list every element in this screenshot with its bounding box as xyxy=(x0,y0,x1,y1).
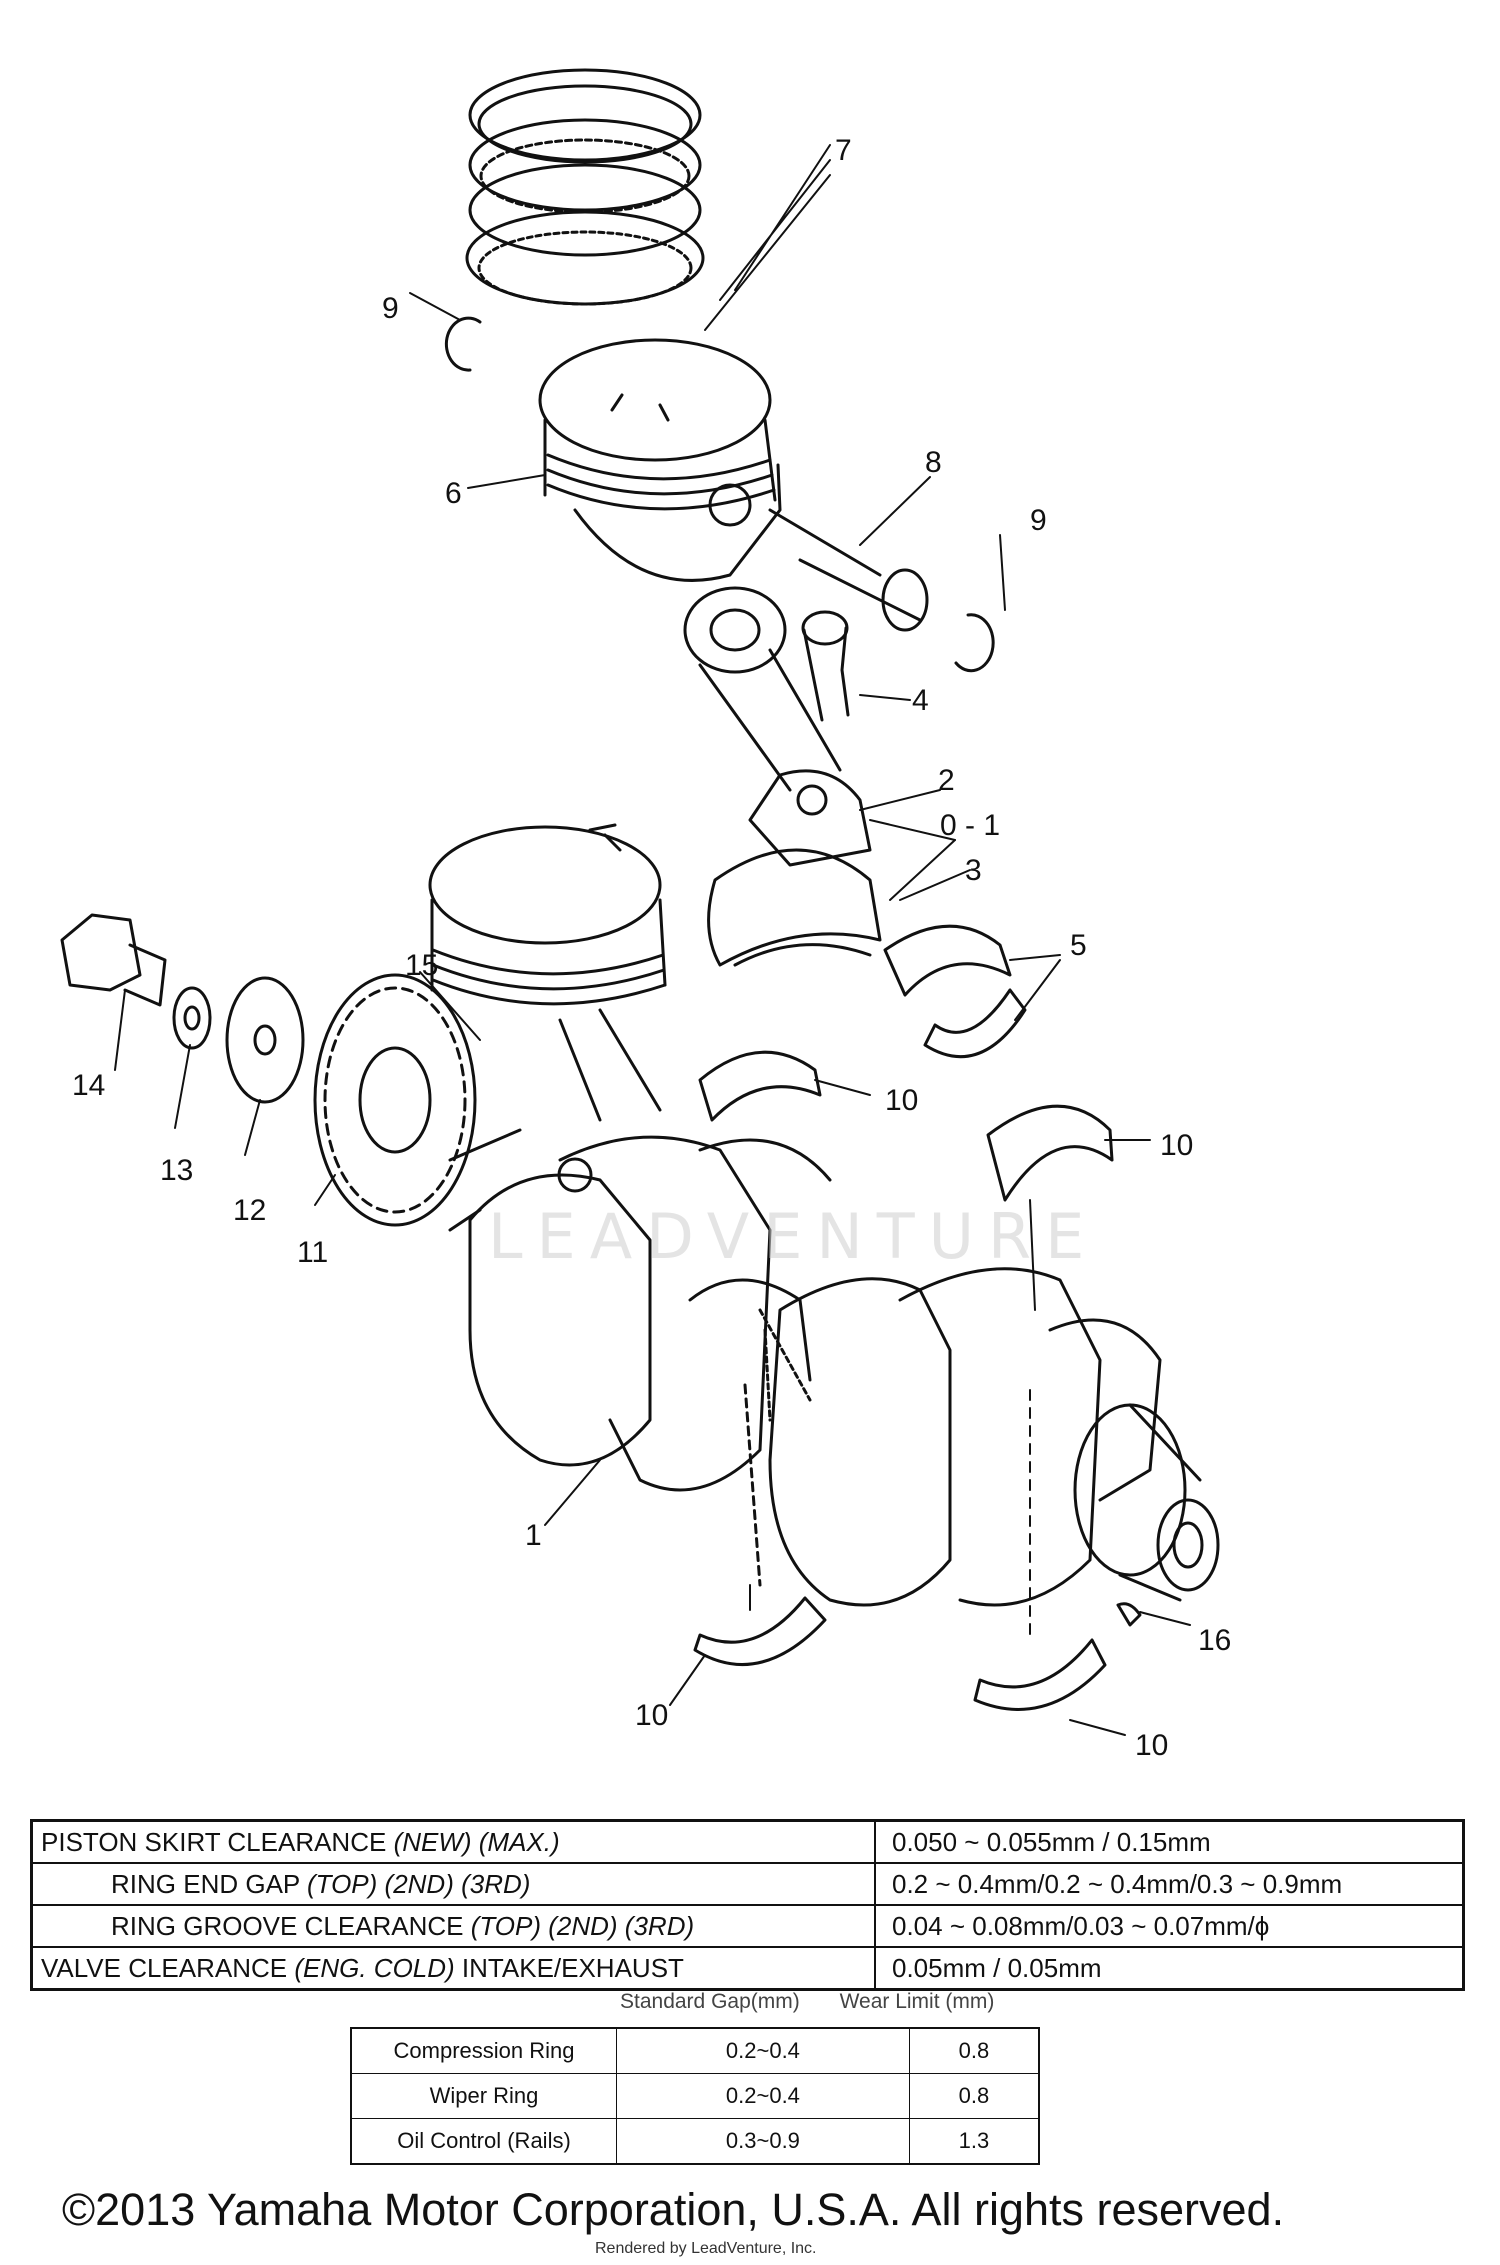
callout-9-left: 9 xyxy=(382,292,399,325)
circlip-right xyxy=(954,613,995,673)
ring-gap: 0.3~0.9 xyxy=(616,2118,910,2165)
spec-label: PISTON SKIRT CLEARANCE (NEW) (MAX.) xyxy=(30,1819,876,1864)
ring-table-headers: Standard Gap(mm) Wear Limit (mm) xyxy=(620,1990,994,2014)
conrod-bolt xyxy=(801,610,850,722)
callout-8: 8 xyxy=(925,446,942,479)
spec-value: 0.04 ~ 0.08mm/0.03 ~ 0.07mm/ϕ xyxy=(874,1904,1465,1948)
callout-11: 11 xyxy=(297,1236,328,1269)
spec-label: RING END GAP (TOP) (2ND) (3RD) xyxy=(30,1862,876,1906)
washer-small xyxy=(172,986,212,1050)
table-row: Compression Ring 0.2~0.4 0.8 xyxy=(350,2027,1040,2074)
callout-14: 14 xyxy=(72,1069,105,1102)
rendered-by-credit: Rendered by LeadVenture, Inc. xyxy=(595,2240,817,2257)
ring-gap: 0.2~0.4 xyxy=(616,2073,910,2119)
circlip-left xyxy=(444,316,482,372)
callout-labels: 7 9 6 8 9 4 2 0 - 1 3 5 15 14 13 12 11 1… xyxy=(72,134,1231,1762)
spec-value: 0.2 ~ 0.4mm/0.2 ~ 0.4mm/0.3 ~ 0.9mm xyxy=(874,1862,1465,1906)
callout-15: 15 xyxy=(405,949,438,982)
lower-piston xyxy=(428,823,667,1193)
exploded-parts-diagram: LEADVENTURE 7 9 6 8 9 4 2 0 - 1 3 5 15 1… xyxy=(60,68,1231,1762)
callout-12: 12 xyxy=(233,1194,266,1227)
conrod-cap xyxy=(707,848,882,967)
callout-10-b: 10 xyxy=(1160,1129,1193,1162)
clearance-spec-table: PISTON SKIRT CLEARANCE (NEW) (MAX.) 0.05… xyxy=(30,1819,1465,1991)
table-row: RING END GAP (TOP) (2ND) (3RD) 0.2 ~ 0.4… xyxy=(30,1862,1465,1906)
ring-limit: 0.8 xyxy=(908,2073,1040,2119)
table-row: Wiper Ring 0.2~0.4 0.8 xyxy=(350,2073,1040,2119)
main-bearing-lower-1 xyxy=(693,1596,827,1666)
connecting-rod-upper xyxy=(683,586,872,867)
table-row: VALVE CLEARANCE (ENG. COLD) INTAKE/EXHAU… xyxy=(30,1946,1465,1991)
header-standard-gap: Standard Gap(mm) xyxy=(620,1990,800,2013)
piston-pin xyxy=(768,508,929,632)
header-wear-limit: Wear Limit (mm) xyxy=(839,1990,995,2013)
table-row: RING GROOVE CLEARANCE (TOP) (2ND) (3RD) … xyxy=(30,1904,1465,1948)
crankshaft xyxy=(448,1128,1220,1607)
woodruff-key xyxy=(1116,1602,1142,1627)
ring-name: Wiper Ring xyxy=(350,2073,617,2119)
callout-3: 3 xyxy=(965,854,982,887)
spec-value: 0.050 ~ 0.055mm / 0.15mm xyxy=(874,1819,1465,1864)
spec-value: 0.05mm / 0.05mm xyxy=(874,1946,1465,1991)
callout-0-1: 0 - 1 xyxy=(940,809,1000,842)
conrod-bearing-pair xyxy=(883,924,1027,1059)
spec-label: VALVE CLEARANCE (ENG. COLD) INTAKE/EXHAU… xyxy=(30,1946,876,1991)
primary-drive-gear xyxy=(313,973,477,1227)
main-bearing-upper-1 xyxy=(698,1050,822,1122)
washer-large xyxy=(225,976,305,1104)
callout-5: 5 xyxy=(1070,929,1087,962)
spec-label: RING GROOVE CLEARANCE (TOP) (2ND) (3RD) xyxy=(30,1904,876,1948)
ring-gap-table: Compression Ring 0.2~0.4 0.8 Wiper Ring … xyxy=(350,2027,1040,2165)
callout-10-a: 10 xyxy=(885,1084,918,1117)
crank-bolt xyxy=(60,913,167,1007)
table-row: PISTON SKIRT CLEARANCE (NEW) (MAX.) 0.05… xyxy=(30,1819,1465,1864)
ring-limit: 1.3 xyxy=(908,2118,1040,2165)
callout-6: 6 xyxy=(445,477,462,510)
ring-gap: 0.2~0.4 xyxy=(616,2027,910,2074)
table-row: Oil Control (Rails) 0.3~0.9 1.3 xyxy=(350,2118,1040,2165)
callout-16: 16 xyxy=(1198,1624,1231,1657)
main-bearing-lower-2 xyxy=(973,1638,1107,1711)
copyright-notice: ©2013 Yamaha Motor Corporation, U.S.A. A… xyxy=(62,2184,1285,2235)
ring-limit: 0.8 xyxy=(908,2027,1040,2074)
ring-name: Compression Ring xyxy=(350,2027,617,2074)
callout-13: 13 xyxy=(160,1154,193,1187)
piston-ring-set xyxy=(465,68,705,306)
callout-10-d: 10 xyxy=(1135,1729,1168,1762)
callout-1: 1 xyxy=(525,1519,542,1552)
ring-name: Oil Control (Rails) xyxy=(350,2118,617,2165)
callout-2: 2 xyxy=(938,764,955,797)
callout-9-right: 9 xyxy=(1030,504,1047,537)
callout-4: 4 xyxy=(912,684,929,717)
leader-lines xyxy=(114,144,1191,1736)
upper-piston xyxy=(538,338,782,582)
main-bearing-upper-2 xyxy=(986,1104,1114,1202)
watermark-text: LEADVENTURE xyxy=(488,1200,1098,1273)
callout-7: 7 xyxy=(835,134,852,167)
callout-10-c: 10 xyxy=(635,1699,668,1732)
